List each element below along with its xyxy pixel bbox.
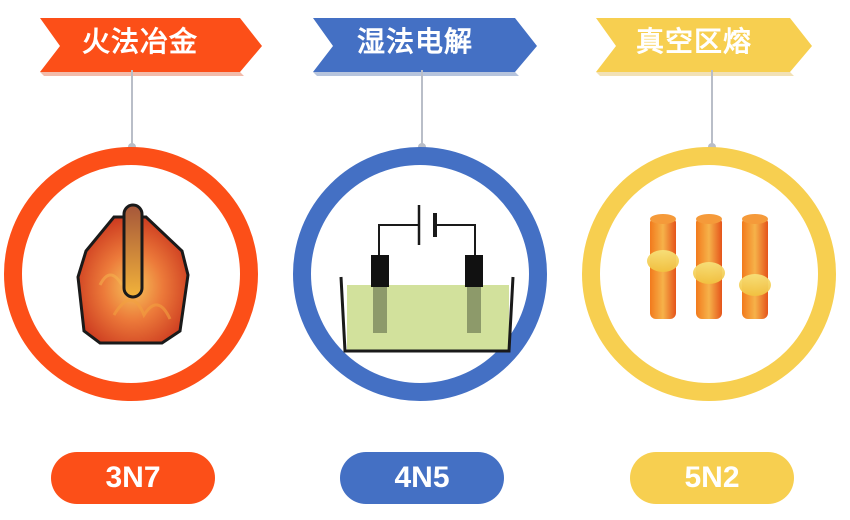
method-ring [4,147,258,401]
connector-line [131,70,133,146]
banner-ribbon [40,18,262,76]
connector-line [421,70,423,146]
electrolysis-cell-icon [339,205,515,353]
method-title: 火法冶金 [81,25,198,58]
banner-ribbon [313,18,537,76]
purity-badge: 3N7 [51,452,215,504]
purity-badge: 5N2 [630,452,794,504]
purity-badge: 4N5 [340,452,504,504]
method-ring [293,147,547,401]
method-column-hydrometallurgy: 湿法电解 4N5 [283,0,563,520]
connector-line [711,70,713,146]
method-title: 湿法电解 [356,25,473,58]
method-ring [582,147,836,401]
furnace-icon [76,203,190,345]
method-title: 真空区熔 [635,25,752,58]
method-column-pyrometallurgy: 火法冶金 3N7 [0,0,280,520]
zone-melting-rods-icon [647,214,771,319]
banner-ribbon [596,18,812,76]
method-column-vacuum-zone-melting: 真空区熔 [566,0,846,520]
